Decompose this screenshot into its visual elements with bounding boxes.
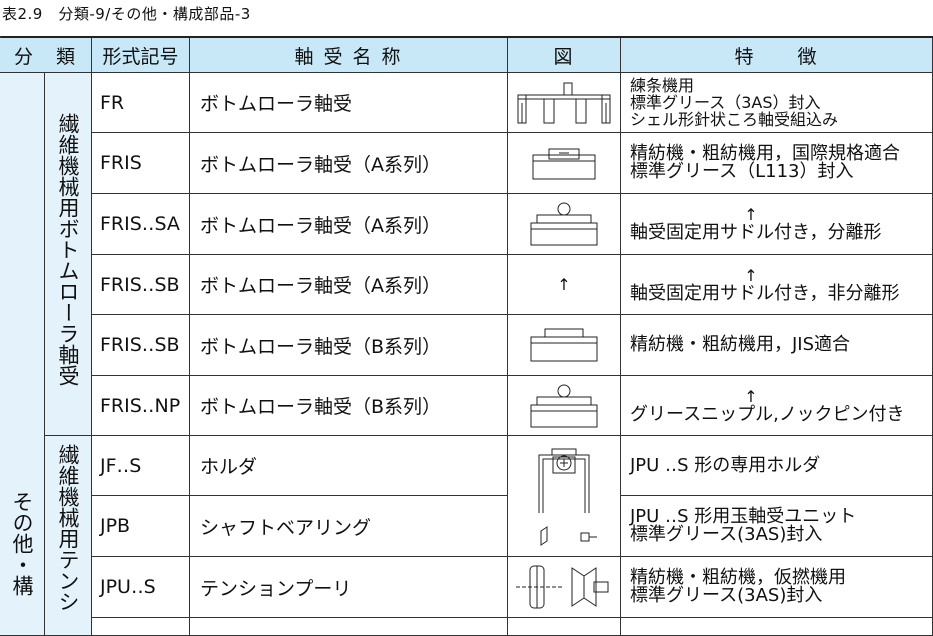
tension-pulley-drawing [516,565,609,609]
row-name: ボトムローラ軸受（A系列） [190,194,508,255]
ditto-arrow: ↑ [744,265,758,285]
header-bunrui: 分 類 [0,38,92,73]
row-code: JF‥S [92,436,190,496]
fris-sb-bearing-drawing [530,328,598,362]
row-fig-partial [508,618,621,636]
feature-line: 軸受固定用サドル付き，分離形 [630,222,882,243]
row-feature: ↑ 軸受固定用サドル付き，分離形 [621,194,933,255]
table-caption: 表2.9 分類-9/その他・構成部品-3 [2,5,251,23]
figure-fris-sa [508,194,621,255]
row-feature: JPU ‥S 形の専用ホルダ [621,436,933,496]
feature-line: 標準グリース（L113）封入 [630,161,854,182]
feature-line: 軸受固定用サドル付き，非分離形 [630,282,900,304]
figure-fris-sb [508,315,621,376]
figure-fris [508,133,621,194]
row-feature: 精紡機・粗紡機，仮撚機用 標準グリース(3AS)封入 [621,557,933,618]
row-feature: ↑ グリースニップル,ノックピン付き [621,376,933,436]
row-feature: ↑ 軸受固定用サドル付き，非分離形 [621,255,933,315]
row-name-partial [190,618,508,636]
ditto-arrow: ↑ [744,386,758,406]
row-feature: 精紡機・粗紡機用，JIS適合 [621,315,933,376]
row-code: JPU‥S [92,557,190,618]
row-code: JPB [92,496,190,557]
feature-line: 標準グリース(3AS)封入 [630,585,823,606]
figure-holder [508,436,621,557]
table-top-rule [0,36,933,38]
row-name: ボトムローラ軸受（B系列） [190,315,508,376]
row-feature: 精紡機・粗紡機用，国際規格適合 標準グリース（L113）封入 [621,133,933,194]
row-feature: 練条機用 標準グリース（3AS）封入 シェル形針状ころ軸受組込み [621,73,933,133]
row-name: ホルダ [190,436,508,496]
row-code: FRIS‥SB [92,255,190,315]
row-name: シャフトベアリング [190,496,508,557]
feature-line: JPU ‥S 形用玉軸受ユニット [630,506,857,527]
group-a-label: 繊維機械用ボトムローラ軸受 [45,73,92,436]
group-outer-label: その他・構 [0,73,45,636]
fris-np-bearing-drawing [530,384,598,427]
feature-line: 標準グリース(3AS)封入 [630,524,823,545]
row-feature-partial [621,618,933,636]
row-code: FRIS‥SA [92,194,190,255]
figure-ditto-arrow: ↑ [508,255,621,315]
row-code: FRIS [92,133,190,194]
ditto-arrow: ↑ [744,205,758,224]
row-name: ボトムローラ軸受（B系列） [190,376,508,436]
figure-fris-np [508,376,621,436]
feature-line: 精紡機・粗紡機，仮撚機用 [630,567,846,588]
feature-line: JPU ‥S 形の専用ホルダ [630,454,821,476]
bearing-table: 分 類 形式記号 軸 受 名 称 図 特 徴 その他・構 繊維機械用ボトムローラ… [0,36,933,636]
row-feature: JPU ‥S 形用玉軸受ユニット 標準グリース(3AS)封入 [621,496,933,557]
fris-bearing-drawing [532,148,596,180]
feature-line: 精紡機・粗紡機用，JIS適合 [630,334,851,355]
feature-line: シェル形針状ころ軸受組込み [630,110,839,129]
feature-line: 精紡機・粗紡機用，国際規格適合 [630,143,900,164]
row-name: テンションプーリ [190,557,508,618]
row-code: FRIS‥SB [92,315,190,376]
figure-fr [508,73,621,133]
header-tokucho: 特 徴 [621,38,933,73]
row-name: ボトムローラ軸受（A系列） [190,133,508,194]
header-keishiki: 形式記号 [92,38,190,73]
feature-line: 練条機用 [630,76,695,95]
header-zu: 図 [508,38,621,73]
feature-line: 標準グリース（3AS）封入 [630,93,821,112]
fr-bearing-drawing [517,82,611,123]
fris-sa-bearing-drawing [530,202,598,246]
holder-drawing [538,448,597,546]
figure-tension-pulley [508,557,621,618]
row-code: FR [92,73,190,133]
row-name: ボトムローラ軸受 [190,73,508,133]
group-b-label: 繊維機械用テンシ [45,436,92,636]
row-name: ボトムローラ軸受（A系列） [190,255,508,315]
header-name: 軸 受 名 称 [190,38,508,73]
row-code: FRIS‥NP [92,376,190,436]
row-code-partial [92,618,190,636]
feature-line: グリースニップル,ノックピン付き [630,403,905,425]
